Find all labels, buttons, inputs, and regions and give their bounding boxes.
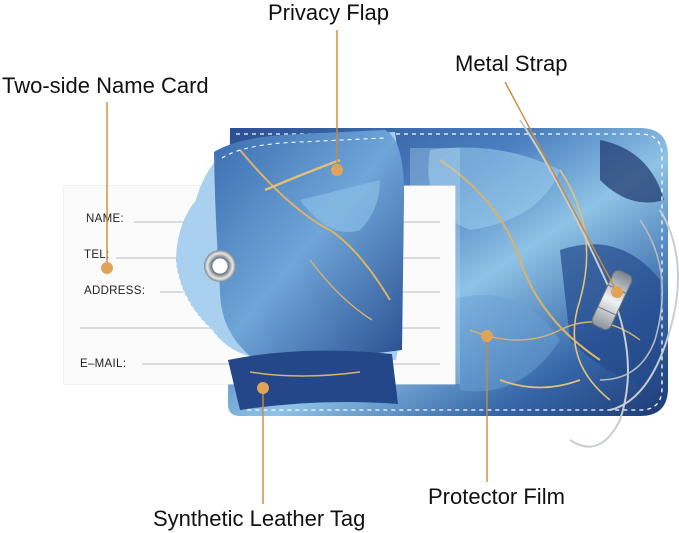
tel-field-label: TEL:: [84, 249, 110, 261]
metal-strap-marker: [611, 286, 623, 298]
email-field-label: E–MAIL:: [80, 358, 126, 370]
privacy-flap: [175, 130, 405, 365]
address-field-label: ADDRESS:: [84, 285, 145, 297]
callout-leaders: [101, 30, 623, 504]
name-card-label: Two-side Name Card: [2, 73, 209, 98]
protector-film-label: Protector Film: [428, 484, 565, 509]
leather-tag-lower-fold: [228, 350, 398, 410]
metal-strap: [519, 119, 679, 448]
leather-tag-marker: [257, 382, 269, 394]
leather-tag-label: Synthetic Leather Tag: [153, 506, 366, 531]
privacy-flap-marker: [331, 164, 343, 176]
protector-film-marker: [481, 330, 493, 342]
name-field-label: NAME:: [86, 213, 124, 225]
metal-strap-label: Metal Strap: [455, 51, 568, 76]
privacy-flap-label: Privacy Flap: [268, 0, 390, 25]
name-card-marker: [101, 262, 113, 274]
grommet-icon: [204, 250, 236, 282]
